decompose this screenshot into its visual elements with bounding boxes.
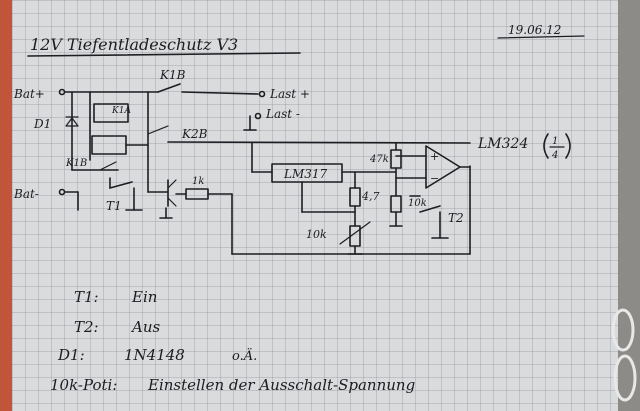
lm317-label: LM317	[283, 167, 328, 181]
transistor-emitter	[167, 197, 177, 207]
last-plus-label: Last +	[269, 87, 310, 101]
ic-lm317	[271, 163, 343, 183]
note-d1-extra: o.Ä.	[232, 347, 257, 364]
note-poti-text: Einstellen der Ausschalt-Spannung	[147, 376, 415, 394]
bat-plus-terminal	[58, 88, 66, 96]
resistor-4k7	[349, 187, 361, 207]
date-underline	[497, 35, 585, 39]
k1b-contact	[157, 83, 181, 93]
transistor-collector	[167, 179, 177, 189]
note-poti-label: 10k-Poti:	[50, 376, 117, 394]
k2b-contact	[147, 125, 169, 135]
note-t2-text: Aus	[130, 318, 160, 336]
t2-contact	[419, 205, 441, 213]
note-d1-text: 1N4148	[124, 346, 185, 364]
fraction-paren-right	[565, 133, 571, 159]
title-text: 12V Tiefentladeschutz V3	[30, 35, 238, 54]
resistor-1k	[185, 188, 209, 200]
bat-minus-terminal	[58, 188, 66, 196]
title-underline	[27, 52, 301, 57]
notebook-binding	[0, 0, 12, 411]
pot-label: 10k	[306, 228, 327, 241]
k1a-label: K1A	[111, 106, 131, 116]
k1b-left-contact	[99, 161, 117, 171]
note-t1-label: T1:	[74, 288, 99, 306]
k2b-label: K2B	[181, 127, 208, 141]
pot-arrow	[339, 221, 371, 245]
note-d1-label: D1:	[57, 346, 85, 364]
r47k-label: 47k	[369, 154, 389, 165]
resistor-47k	[390, 149, 402, 169]
note-t1-text: Ein	[131, 288, 157, 306]
fraction-num: 1	[552, 136, 558, 147]
t1-label: T1	[106, 199, 122, 213]
fraction-paren-left	[543, 133, 549, 159]
d1-symbol	[65, 117, 79, 127]
relay-k1a-coil	[93, 103, 129, 123]
graph-paper-page: 19.06.12 12V Tiefentladeschutz V3 Bat+ K…	[12, 0, 618, 411]
bat-minus-label: Bat-	[13, 187, 39, 201]
bat-plus-label: Bat+	[13, 87, 45, 101]
opamp-minus: −	[430, 172, 439, 185]
opamp-lm324	[425, 145, 461, 189]
last-minus-label: Last -	[265, 107, 300, 121]
fraction-den: 4	[551, 150, 558, 161]
relay-k2-coil	[91, 135, 127, 155]
t1-contact	[109, 181, 133, 189]
t2-label: T2	[448, 211, 464, 225]
resistor-10k	[390, 195, 402, 213]
last-minus-terminal	[254, 112, 262, 120]
opamp-plus: +	[430, 150, 439, 163]
d1-label: D1	[33, 117, 51, 131]
note-t2-label: T2:	[74, 318, 99, 336]
r1k-label: 1k	[192, 176, 204, 187]
supply-rail	[167, 141, 471, 144]
last-plus-terminal	[258, 90, 266, 98]
date-label: 19.06.12	[508, 23, 561, 37]
r4k7-label: 4,7	[361, 190, 380, 203]
opamp-label: LM324	[477, 136, 528, 152]
k1b-left-label: K1B	[65, 158, 87, 169]
schematic-drawing: 19.06.12 12V Tiefentladeschutz V3 Bat+ K…	[13, 23, 585, 394]
last-plus-wire	[181, 91, 259, 95]
spiral-binding-rings	[611, 308, 637, 402]
k1b-top-label: K1B	[159, 68, 186, 82]
r10k-label: 10k	[408, 198, 427, 209]
